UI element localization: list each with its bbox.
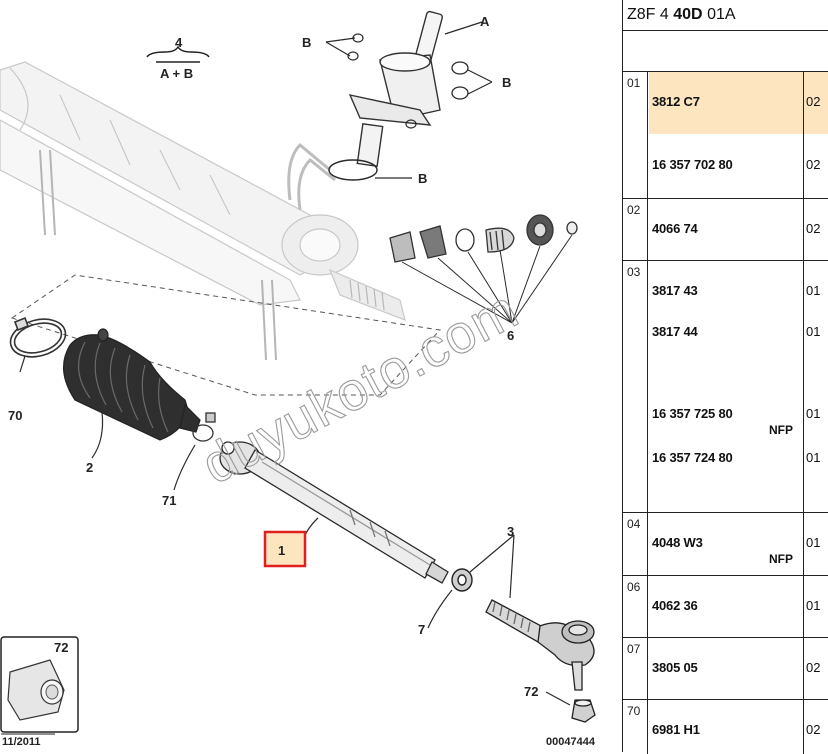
part-qty: 02 [806,94,821,109]
part-number: 16 357 702 80 [652,157,733,172]
part-number: 16 357 724 80 [652,450,733,465]
part-qty: 01 [806,598,821,613]
nut-72 [571,699,596,723]
group-index: 03 [623,261,648,512]
callout-2: 2 [86,460,93,475]
part-row[interactable]: 6981 H1 02 [649,700,828,754]
tie-rod-end-3 [485,599,595,691]
pinion-valve-assembly [328,10,469,181]
diagram-date: 11/2011 [2,736,41,748]
callout-72-inset: 72 [54,640,68,655]
callout-a: A [480,14,490,29]
exploded-view-diagram: A B B B 4 A + B 6 70 2 71 3 7 72 1 72 11… [0,10,596,748]
group-4-bracket [146,45,210,63]
part-row[interactable]: 3817 44 01 [649,302,828,364]
parts-list-panel: Z8F 4 40D 01A 01 3812 C7 02 16 357 702 8… [622,0,828,754]
part-number: 3817 43 [652,283,698,298]
group-index: 04 [623,513,648,575]
part-row[interactable]: 3812 C7 02 [649,72,828,134]
callout-3: 3 [507,524,514,539]
part-qty: 01 [806,406,821,421]
callout-70: 70 [8,408,22,423]
inset-nut-72 [0,636,79,733]
part-qty: 01 [806,283,821,298]
part-group-04: 04 4048 W3 01 NFP [623,513,828,576]
part-group-03: 03 3817 43 01 3817 44 01 16 357 725 80 0… [623,261,828,513]
part-group-02: 02 4066 74 02 [623,199,828,261]
part-number: 6981 H1 [652,722,700,737]
callout-group-formula: A + B [160,66,193,81]
watermark-text: duyukoto.com [192,279,528,495]
part-row[interactable]: 4048 W3 01 NFP [649,513,828,575]
part-qty: 01 [806,535,821,550]
group-index: 06 [623,576,648,637]
part-number: 4062 36 [652,598,698,613]
model-bold-code: 40D [673,6,703,23]
group-index: 07 [623,638,648,699]
clamp-70 [9,316,67,358]
diagram-ref: 00047444 [546,736,596,748]
part-number: 3812 C7 [652,94,700,109]
group-index: 02 [623,199,648,260]
part-row[interactable]: 16 357 702 80 02 [649,135,828,197]
part-number: 16 357 725 80 [652,406,733,421]
model-prefix: Z8F 4 [627,6,669,23]
part-group-01: 01 3812 C7 02 16 357 702 80 02 [623,72,828,199]
part-qty: 01 [806,324,821,339]
steering-rack-housing [0,61,406,361]
nfp-flag: NFP [769,423,793,437]
part-qty: 02 [806,722,821,737]
callout-7: 7 [418,622,425,637]
inner-tie-rod-1 [219,441,449,584]
callout-1: 1 [278,543,285,558]
part-row[interactable]: 3817 43 01 [649,261,828,323]
rack-adjuster-parts [389,214,578,263]
callout-b-right: B [502,75,511,90]
part-row[interactable]: 3805 05 02 [649,638,828,700]
part-group-70: 70 6981 H1 02 [623,700,828,754]
part-qty: 02 [806,660,821,675]
part-group-06: 06 4062 36 01 [623,576,828,638]
callout-6: 6 [507,328,514,343]
part-qty: 02 [806,221,821,236]
lock-nut-7 [451,568,473,592]
callout-group-4: 4 [175,35,183,50]
callout-72: 72 [524,684,538,699]
part-row[interactable]: 4062 36 01 [649,576,828,638]
part-row[interactable]: 16 357 724 80 01 [649,428,828,490]
bellow-boot-2 [63,328,201,441]
part-number: 4066 74 [652,221,698,236]
callout-b-top: B [302,35,311,50]
callout-71: 71 [162,493,176,508]
nfp-flag: NFP [769,552,793,566]
part-number: 4048 W3 [652,535,703,550]
group-index: 01 [623,72,648,198]
model-suffix: 01A [707,6,736,23]
callout-1-highlight-box[interactable] [263,530,307,568]
part-number: 3817 44 [652,324,698,339]
clamp-71 [192,412,216,442]
header-spacer [623,31,828,72]
part-group-07: 07 3805 05 02 [623,638,828,700]
part-row[interactable]: 16 357 725 80 01 NFP [649,384,828,446]
part-row[interactable]: 4066 74 02 [649,199,828,261]
group-index: 70 [623,700,648,754]
part-qty: 02 [806,157,821,172]
model-code-header: Z8F 4 40D 01A [623,0,828,31]
part-number: 3805 05 [652,660,698,675]
callout-b-lower: B [418,171,427,186]
part-qty: 01 [806,450,821,465]
